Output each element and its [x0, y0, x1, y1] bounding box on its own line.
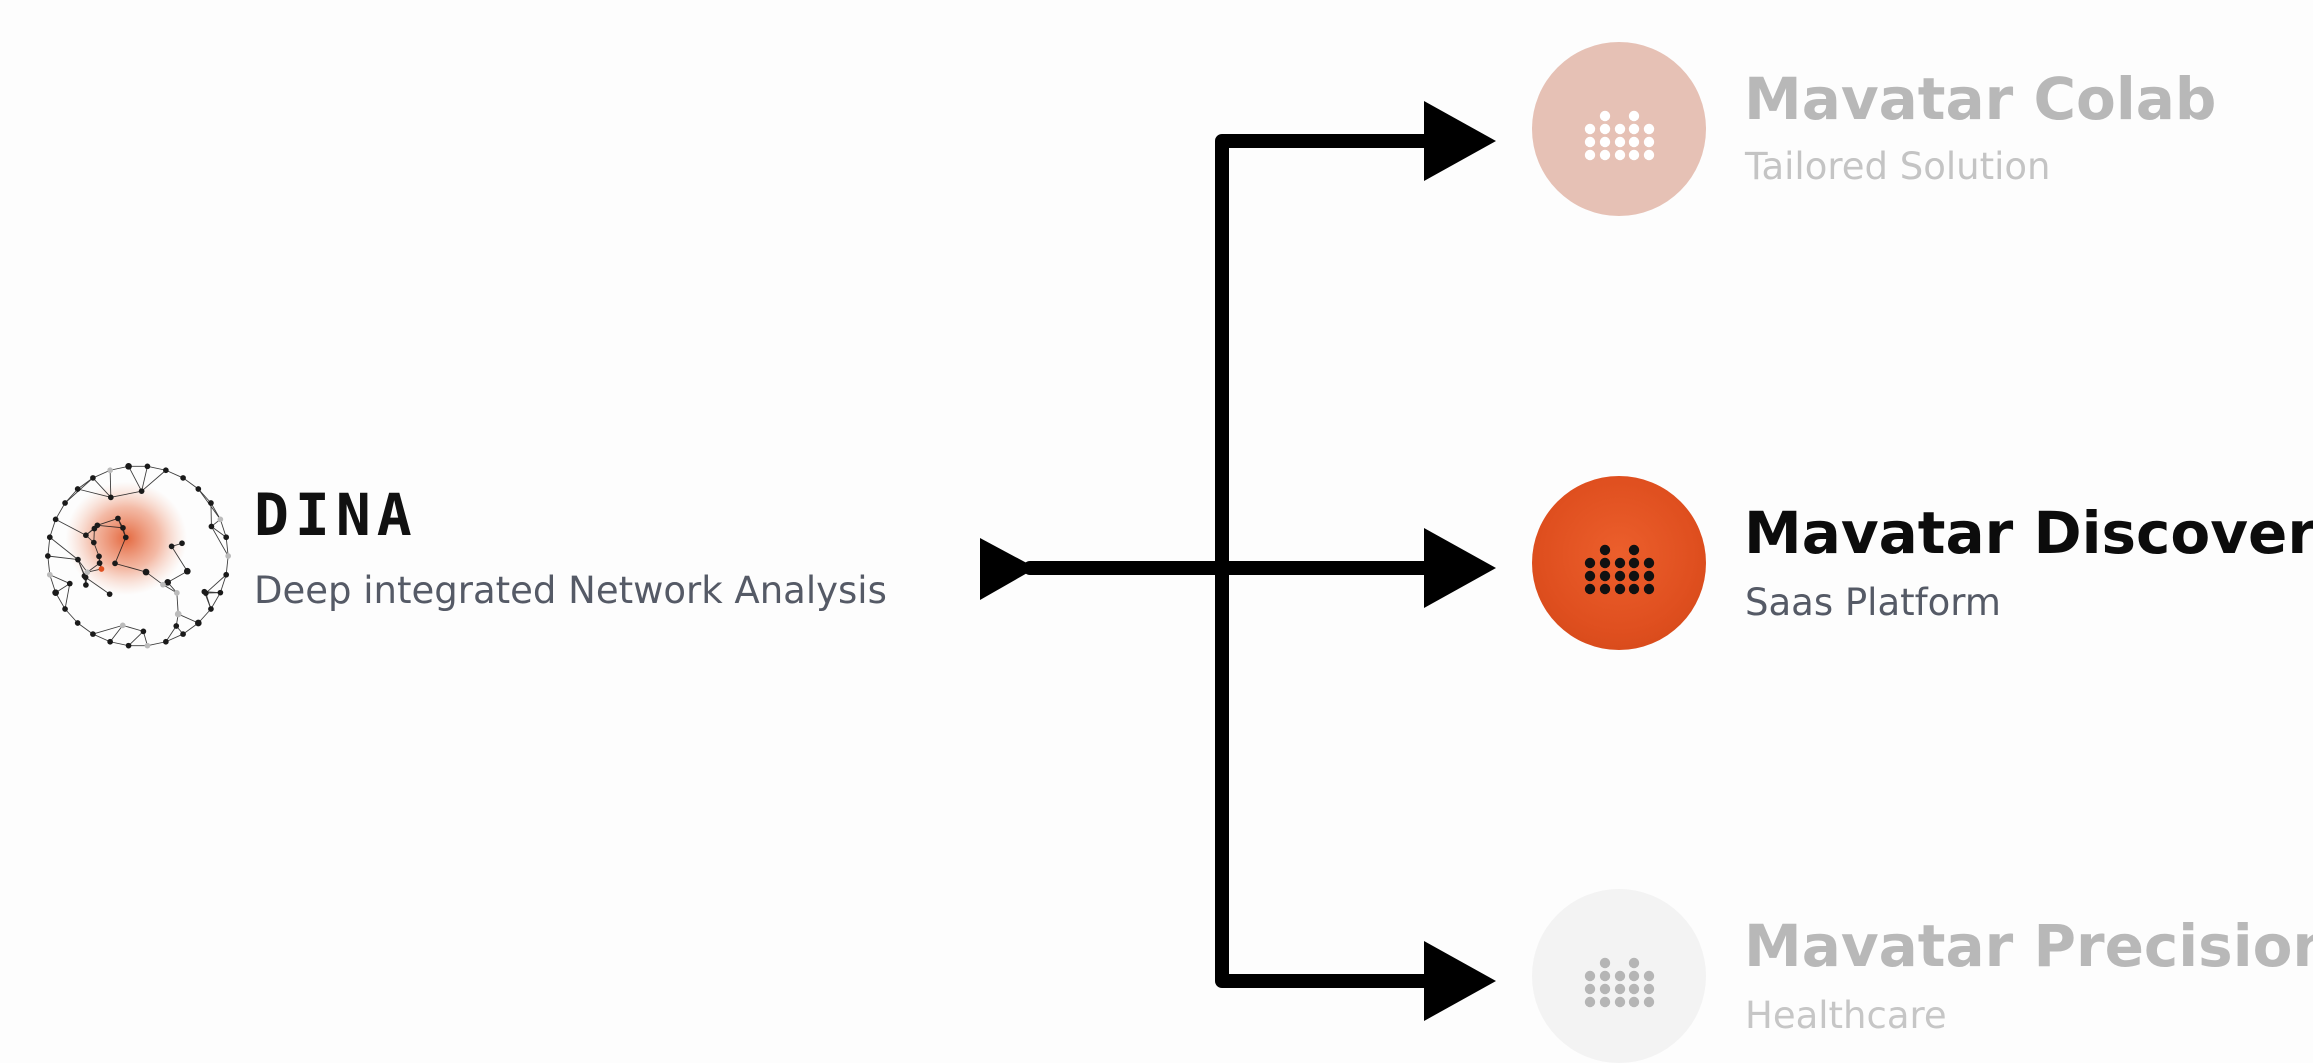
- matrix-dot: [1600, 571, 1610, 581]
- matrix-dot: [1615, 571, 1625, 581]
- dot-matrix-icon: [1532, 476, 1706, 650]
- matrix-dot: [1600, 124, 1610, 134]
- matrix-dot: [1615, 137, 1625, 147]
- matrix-dot: [1629, 137, 1639, 147]
- matrix-dot: [1644, 124, 1654, 134]
- matrix-dot: [1644, 571, 1654, 581]
- matrix-dot: [1615, 150, 1625, 160]
- arrowhead-precision: [1424, 941, 1496, 1021]
- matrix-dot: [1644, 150, 1654, 160]
- matrix-dot: [1644, 137, 1654, 147]
- matrix-dot: [1629, 545, 1639, 555]
- matrix-dot: [1615, 997, 1625, 1007]
- matrix-dot: [1600, 150, 1610, 160]
- arrowhead-colab: [1424, 101, 1496, 181]
- dot-matrix-icon: [1532, 889, 1706, 1063]
- matrix-dot: [1644, 997, 1654, 1007]
- matrix-dot: [1629, 150, 1639, 160]
- matrix-dot: [1600, 971, 1610, 981]
- matrix-dot: [1600, 137, 1610, 147]
- matrix-dot: [1629, 997, 1639, 1007]
- precision-node[interactable]: [1532, 889, 1706, 1063]
- matrix-dot: [1629, 558, 1639, 568]
- matrix-dot: [1629, 571, 1639, 581]
- discovery-subtitle: Saas Platform: [1745, 584, 2001, 621]
- matrix-dot: [1600, 111, 1610, 121]
- matrix-dot: [1600, 584, 1610, 594]
- matrix-dot: [1615, 584, 1625, 594]
- matrix-dot: [1629, 111, 1639, 121]
- matrix-dot: [1615, 558, 1625, 568]
- matrix-dot: [1644, 584, 1654, 594]
- matrix-dot: [1644, 558, 1654, 568]
- matrix-dot: [1644, 971, 1654, 981]
- matrix-dot: [1629, 984, 1639, 994]
- discovery-title[interactable]: Mavatar Discovery: [1744, 504, 2313, 562]
- colab-title[interactable]: Mavatar Colab: [1744, 70, 2216, 128]
- matrix-dot: [1615, 124, 1625, 134]
- matrix-dot: [1629, 971, 1639, 981]
- matrix-dot: [1600, 984, 1610, 994]
- matrix-dot: [1600, 545, 1610, 555]
- matrix-dot: [1585, 984, 1595, 994]
- matrix-dot: [1585, 137, 1595, 147]
- matrix-dot: [1585, 558, 1595, 568]
- matrix-dot: [1615, 971, 1625, 981]
- matrix-dot: [1600, 958, 1610, 968]
- matrix-dot: [1585, 124, 1595, 134]
- colab-subtitle: Tailored Solution: [1745, 148, 2051, 185]
- arrowhead-discovery: [1424, 528, 1496, 608]
- matrix-dot: [1615, 984, 1625, 994]
- start-arrowhead: [980, 538, 1036, 600]
- matrix-dot: [1585, 584, 1595, 594]
- matrix-dot: [1600, 558, 1610, 568]
- dot-matrix-icon: [1532, 42, 1706, 216]
- matrix-dot: [1644, 984, 1654, 994]
- matrix-dot: [1585, 150, 1595, 160]
- matrix-dot: [1585, 997, 1595, 1007]
- matrix-dot: [1629, 584, 1639, 594]
- discovery-node[interactable]: [1532, 476, 1706, 650]
- precision-title[interactable]: Mavatar Precision: [1744, 917, 2313, 975]
- matrix-dot: [1585, 971, 1595, 981]
- matrix-dot: [1600, 997, 1610, 1007]
- matrix-dot: [1585, 571, 1595, 581]
- colab-node[interactable]: [1532, 42, 1706, 216]
- precision-subtitle: Healthcare: [1745, 997, 1947, 1034]
- matrix-dot: [1629, 124, 1639, 134]
- matrix-dot: [1629, 958, 1639, 968]
